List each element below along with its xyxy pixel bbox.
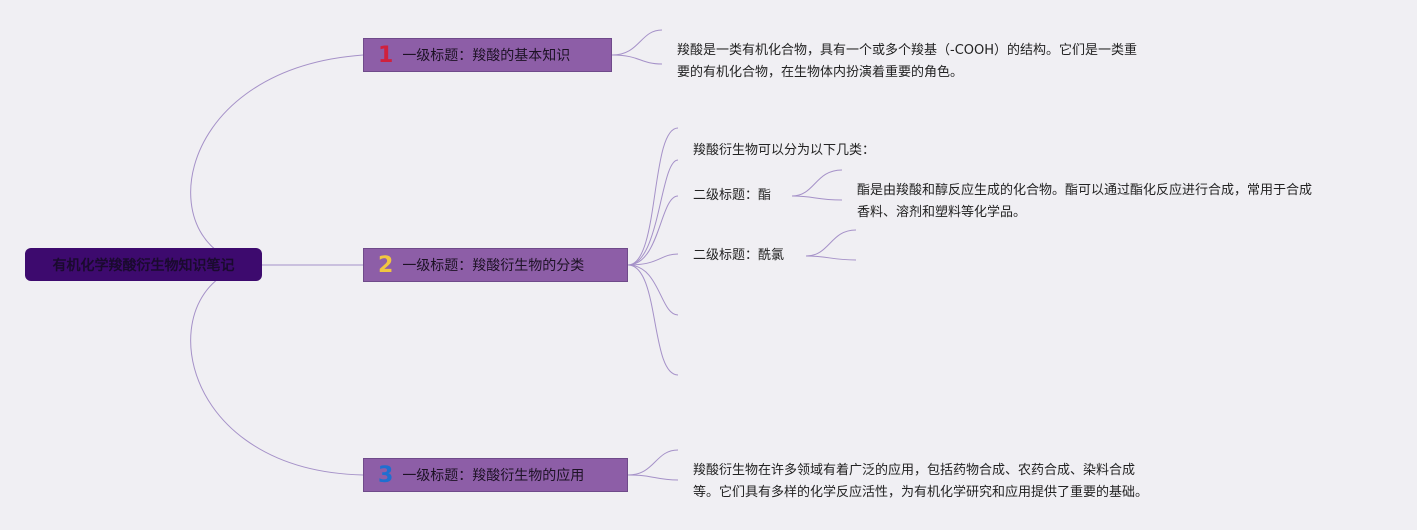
number-2-icon: 2 [378,252,394,278]
connector-root-topic3 [190,264,364,476]
topic-node-2[interactable]: 2 一级标题：羧酸衍生物的分类 [363,248,628,282]
connector-topic1-desc [611,29,663,56]
topic-node-1[interactable]: 1 一级标题：羧酸的基本知识 [363,38,612,72]
topic3-description: 羧酸衍生物在许多领域有着广泛的应用，包括药物合成、农药合成、染料合成 等。它们具… [693,463,1149,500]
connector-root-topic1 [190,54,364,266]
root-node[interactable]: 有机化学羧酸衍生物知识笔记 [25,248,262,281]
number-1-icon: 1 [378,42,394,68]
number-3-icon: 3 [378,462,394,488]
topic-node-3[interactable]: 3 一级标题：羧酸衍生物的应用 [363,458,628,492]
topic1-description: 羧酸是一类有机化合物，具有一个或多个羧基（-COOH）的结构。它们是一类重 要的… [677,43,1138,80]
root-title: 有机化学羧酸衍生物知识笔记 [52,257,235,274]
topic-label: 一级标题：羧酸衍生物的应用 [402,468,585,484]
topic-label: 一级标题：羧酸衍生物的分类 [402,258,585,274]
topic-label: 一级标题：羧酸的基本知识 [402,48,571,64]
subtopic-acyl-chloride[interactable]: 二级标题：酰氯 [693,248,785,263]
subtopic-ester[interactable]: 二级标题：酯 [693,188,772,203]
subtopic-ester-description: 酯是由羧酸和醇反应生成的化合物。酯可以通过酯化反应进行合成，常用于合成 香料、溶… [857,183,1313,220]
topic2-intro: 羧酸衍生物可以分为以下几类： [693,143,876,158]
